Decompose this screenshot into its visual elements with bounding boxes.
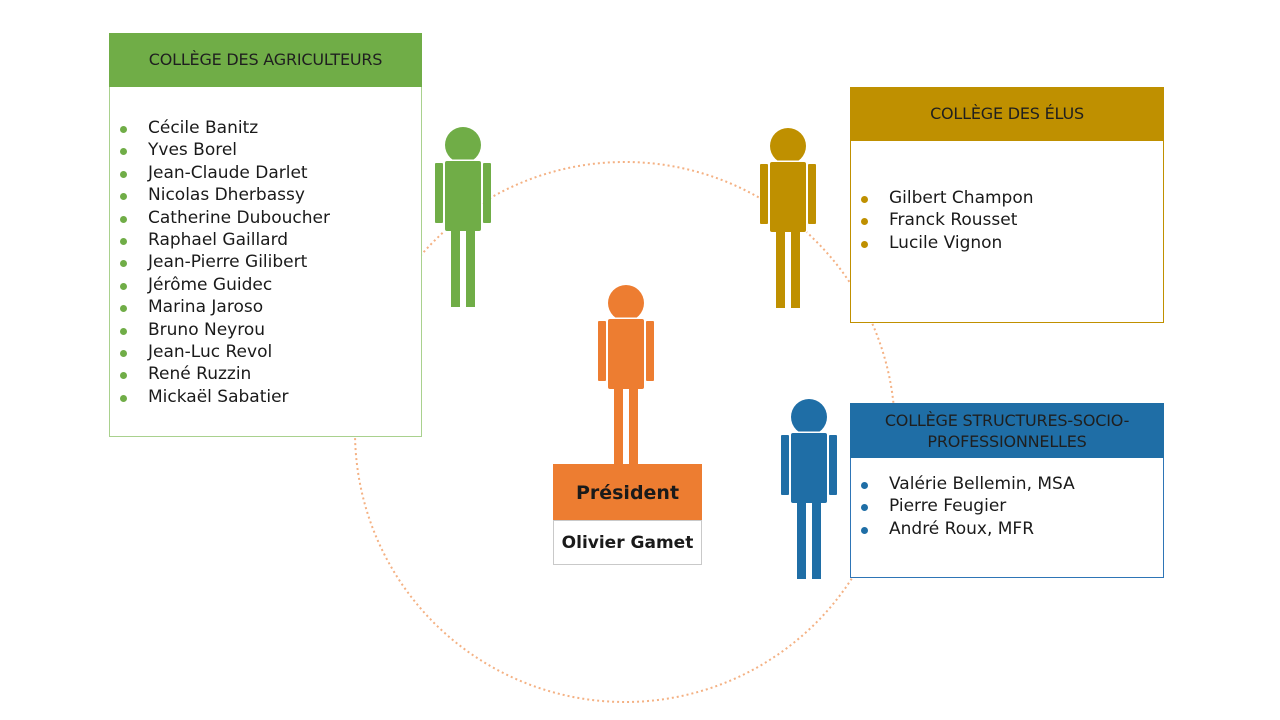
member-item: Bruno Neyrou (120, 319, 330, 341)
socio-person-icon (781, 399, 837, 581)
member-name: Catherine Duboucher (148, 207, 330, 228)
president-name: Olivier Gamet (553, 520, 702, 565)
member-item: Mickaël Sabatier (120, 386, 330, 408)
agriculteurs-person-icon (435, 127, 491, 309)
bullet-icon (120, 126, 127, 133)
bullet-icon (861, 196, 868, 203)
member-name: Marina Jaroso (148, 297, 264, 318)
member-item: Valérie Bellemin, MSA (861, 473, 1075, 495)
member-name: André Roux, MFR (889, 518, 1035, 539)
bullet-icon (861, 218, 868, 226)
person-arm (760, 164, 768, 224)
person-leg (791, 232, 800, 308)
person-leg (451, 231, 460, 307)
bullet-icon (861, 482, 868, 489)
president-person-icon (598, 285, 654, 467)
member-item: Yves Borel (120, 139, 330, 161)
person-torso (770, 162, 806, 232)
member-item: Cécile Banitz (120, 117, 330, 139)
member-name: Lucile Vignon (889, 232, 1003, 253)
member-name: Gilbert Champon (889, 188, 1034, 208)
bullet-icon (120, 394, 127, 402)
member-name: Franck Rousset (889, 210, 1018, 231)
college-socio-title-line1: COLLÈGE STRUCTURES-SOCIO- (884, 410, 1130, 430)
person-arm (435, 163, 443, 223)
member-name: Yves Borel (148, 140, 238, 161)
member-item: Jérôme Guidec (120, 274, 330, 296)
person-arm (483, 163, 491, 223)
member-item: Lucile Vignon (861, 232, 1034, 254)
president-title: Président (553, 464, 702, 521)
member-item: Raphael Gaillard (120, 229, 330, 251)
person-leg (812, 503, 821, 579)
person-arm (646, 321, 654, 381)
college-elus-box: COLLÈGE DES ÉLUS Gilbert Champon Franck … (850, 87, 1164, 323)
member-item: André Roux, MFR (861, 518, 1075, 540)
person-head (445, 127, 481, 163)
bullet-icon (120, 148, 127, 156)
person-head (608, 285, 644, 321)
college-socio-box: COLLÈGE STRUCTURES-SOCIO- PROFESSIONNELL… (850, 403, 1164, 578)
person-head (791, 399, 827, 435)
person-torso (608, 319, 644, 389)
member-name: Jean-Luc Revol (148, 342, 273, 363)
member-name: Raphael Gaillard (148, 230, 289, 251)
bullet-icon (120, 372, 127, 380)
member-name: Valérie Bellemin, MSA (889, 474, 1075, 494)
person-arm (781, 435, 789, 495)
bullet-icon (120, 327, 127, 335)
person-leg (629, 389, 638, 465)
member-item: Nicolas Dherbassy (120, 184, 330, 206)
person-leg (797, 503, 806, 579)
member-item: Jean-Luc Revol (120, 341, 330, 363)
member-name: René Ruzzin (148, 364, 252, 385)
member-name: Nicolas Dherbassy (148, 185, 305, 206)
bullet-icon (120, 305, 127, 313)
bullet-icon (120, 215, 127, 223)
bullet-icon (861, 504, 868, 512)
member-item: Catherine Duboucher (120, 207, 330, 229)
bullet-icon (120, 350, 127, 358)
college-agriculteurs-title: COLLÈGE DES AGRICULTEURS (109, 33, 422, 87)
college-agriculteurs-box: COLLÈGE DES AGRICULTEURS Cécile Banitz Y… (109, 33, 422, 437)
bullet-icon (120, 282, 127, 290)
socio-member-list: Valérie Bellemin, MSA Pierre Feugier And… (861, 473, 1075, 540)
member-name: Bruno Neyrou (148, 319, 266, 340)
person-torso (791, 433, 827, 503)
college-socio-title-line2: PROFESSIONNELLES (927, 431, 1087, 451)
elus-member-list: Gilbert Champon Franck Rousset Lucile Vi… (861, 187, 1034, 254)
person-torso (445, 161, 481, 231)
member-name: Jean-Claude Darlet (148, 162, 308, 183)
member-name: Pierre Feugier (889, 496, 1007, 517)
bullet-icon (120, 260, 127, 268)
person-leg (466, 231, 475, 307)
college-elus-title: COLLÈGE DES ÉLUS (850, 87, 1164, 141)
bullet-icon (861, 526, 868, 534)
college-socio-title: COLLÈGE STRUCTURES-SOCIO- PROFESSIONNELL… (850, 403, 1164, 458)
person-arm (829, 435, 837, 495)
bullet-icon (861, 240, 868, 248)
member-item: Franck Rousset (861, 209, 1034, 231)
person-head (770, 128, 806, 164)
bullet-icon (120, 170, 127, 178)
elus-person-icon (760, 128, 816, 310)
member-item: Marina Jaroso (120, 296, 330, 318)
person-leg (614, 389, 623, 465)
member-item: Jean-Claude Darlet (120, 162, 330, 184)
member-name: Jean-Pierre Gilibert (148, 252, 308, 273)
member-item: Gilbert Champon (861, 187, 1034, 209)
person-arm (808, 164, 816, 224)
agriculteurs-member-list: Cécile Banitz Yves Borel Jean-Claude Dar… (120, 117, 330, 408)
bullet-icon (120, 193, 127, 201)
person-arm (598, 321, 606, 381)
member-item: Pierre Feugier (861, 495, 1075, 517)
member-item: Jean-Pierre Gilibert (120, 251, 330, 273)
member-name: Cécile Banitz (148, 118, 259, 138)
bullet-icon (120, 238, 127, 246)
member-item: René Ruzzin (120, 363, 330, 385)
person-leg (776, 232, 785, 308)
member-name: Jérôme Guidec (148, 274, 273, 295)
member-name: Mickaël Sabatier (148, 386, 289, 407)
